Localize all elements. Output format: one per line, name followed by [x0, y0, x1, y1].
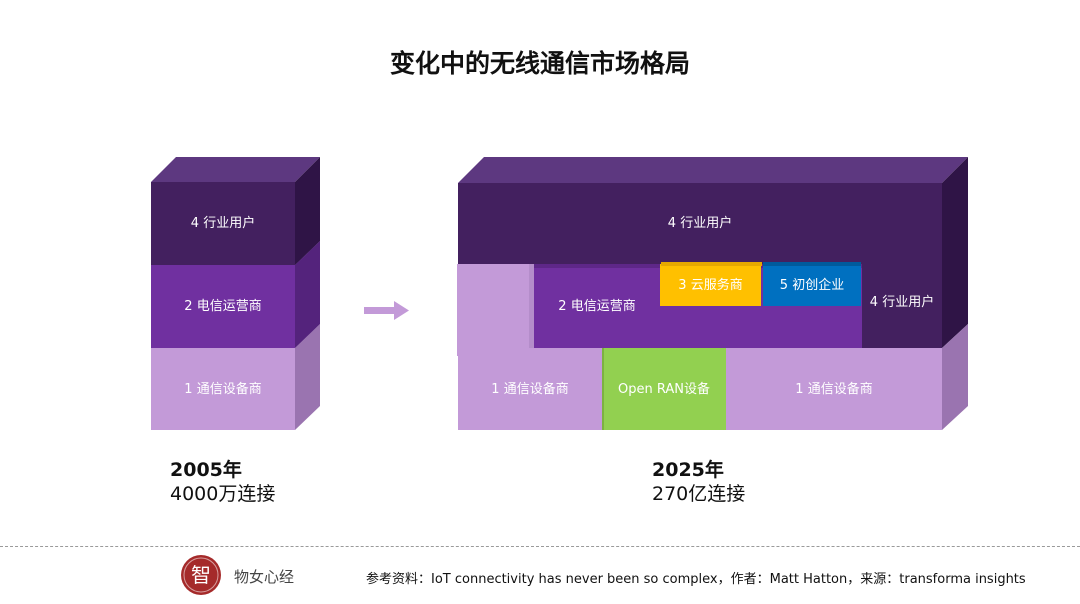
- right-industry-side-label: 4 行业用户: [869, 294, 935, 310]
- cloud-provider-label: 3 云服务商: [678, 277, 743, 293]
- right-year: 2025年: [652, 459, 724, 481]
- right-vendor-left-block: [458, 348, 602, 430]
- page-title: 变化中的无线通信市场格局: [389, 49, 690, 78]
- footer-divider: [0, 546, 1080, 547]
- left-year-caption: 2005年 4000万连接: [170, 458, 275, 507]
- startup-block: [763, 262, 861, 306]
- left-operator-label: 2 电信运营商: [184, 299, 262, 314]
- startup-label: 5 初创企业: [779, 277, 845, 293]
- left-vendor-label: 1 通信设备商: [184, 381, 262, 397]
- right-connections: 270亿连接: [652, 483, 746, 505]
- open-ran-label: Open RAN设备: [618, 381, 710, 397]
- right-vendor-right-label: 1 通信设备商: [795, 381, 873, 397]
- open-ran-block: [602, 348, 726, 430]
- left-year: 2005年: [170, 459, 242, 481]
- right-operator-label: 2 电信运营商: [558, 298, 636, 314]
- right-vendor-right-block: [726, 324, 968, 430]
- arrow-icon: [364, 301, 409, 320]
- left-connections: 4000万连接: [170, 483, 276, 505]
- left-industry-block: [151, 157, 320, 265]
- brand-logo-text: 智: [191, 563, 211, 587]
- right-industry-top-block: [458, 157, 968, 348]
- right-industry-top-label: 4 行业用户: [667, 216, 733, 231]
- right-year-caption: 2025年 270亿连接: [652, 458, 745, 507]
- cloud-provider-block: [660, 262, 762, 306]
- left-industry-label: 4 行业用户: [190, 216, 256, 231]
- brand-name: 物女心经: [234, 568, 295, 586]
- right-vendor-column: [457, 264, 534, 356]
- brand-logo: 智: [181, 555, 221, 595]
- right-vendor-left-label: 1 通信设备商: [491, 381, 569, 397]
- source-citation: 参考资料：IoT connectivity has never been so …: [366, 572, 1026, 587]
